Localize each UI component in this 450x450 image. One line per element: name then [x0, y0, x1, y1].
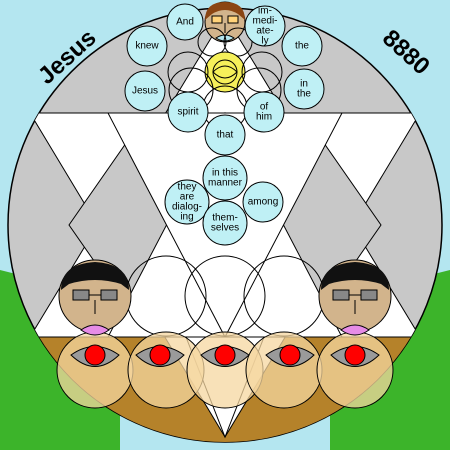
heart-dot — [344, 344, 366, 366]
bubble-circle — [242, 181, 284, 223]
heart-dot — [279, 344, 301, 366]
tan-circle — [56, 331, 134, 409]
bubble-circle — [124, 70, 166, 112]
bubble-text-line: knew — [135, 41, 159, 52]
bubble-text-line: ate- — [256, 26, 273, 37]
heart-medallion — [135, 344, 185, 367]
word-bubble-knew: knew — [126, 25, 168, 67]
bubble-text-line: of — [260, 102, 269, 113]
bubble-text-line: in this — [212, 168, 238, 179]
tan-circle — [245, 331, 323, 409]
word-bubble-spirit: spirit — [167, 91, 209, 133]
heart-medallion — [265, 344, 315, 367]
bubble-circle — [281, 25, 323, 67]
bubble-text-line: spirit — [177, 107, 198, 118]
face-right — [318, 259, 392, 336]
word-bubble-and: And — [166, 3, 204, 41]
heart-dot — [149, 344, 171, 366]
face-left — [58, 259, 132, 336]
bubble-text-line: dialog- — [172, 202, 202, 213]
bubble-text-line: ly — [261, 36, 268, 47]
bubble-text-line: him — [256, 112, 272, 123]
heart-medallion — [70, 344, 120, 367]
word-bubble-themselves: them-selves — [202, 200, 248, 246]
bubble-text-line: im- — [258, 6, 272, 17]
bubble-circle — [283, 68, 325, 110]
word-bubble-immediately: im-medi-ate-ly — [244, 5, 286, 47]
tan-circle — [316, 331, 394, 409]
bubble-text-line: in — [300, 79, 308, 90]
bubble-circle — [126, 25, 168, 67]
bubble-text-line: the — [295, 41, 309, 52]
bubble-circle — [202, 155, 248, 201]
word-bubble-among: among — [242, 181, 284, 223]
bubble-circle — [164, 179, 210, 225]
bubble-circle — [244, 5, 286, 47]
bubble-text-line: among — [248, 197, 279, 208]
bubble-text-line: are — [180, 192, 195, 203]
bubble-text-line: Jesus — [132, 86, 158, 97]
bubble-circle — [243, 91, 285, 133]
heart-medallion — [200, 344, 250, 367]
bubble-circle — [204, 114, 246, 156]
heart-dot — [84, 344, 106, 366]
heart-medallion — [330, 344, 380, 367]
bubble-text-line: And — [176, 17, 194, 28]
bubble-circle — [202, 200, 248, 246]
bubble-text-line: selves — [211, 223, 239, 234]
top-figure — [197, 1, 253, 57]
bubble-text-line: they — [178, 182, 197, 193]
heart-dot — [214, 344, 236, 366]
bubble-circle — [166, 3, 204, 41]
bubble-text-line: ing — [180, 212, 193, 223]
word-bubble-the1: the — [281, 25, 323, 67]
bubble-text-line: them- — [212, 213, 238, 224]
bubble-text-line: medi- — [252, 16, 277, 27]
bubble-text-line: manner — [208, 178, 243, 189]
bubble-circle — [167, 91, 209, 133]
bubble-text-line: that — [217, 130, 234, 141]
word-bubble-jesus: Jesus — [124, 70, 166, 112]
bottom-row — [56, 331, 394, 409]
bubble-text-line: the — [297, 89, 311, 100]
word-bubble-that: that — [204, 114, 246, 156]
